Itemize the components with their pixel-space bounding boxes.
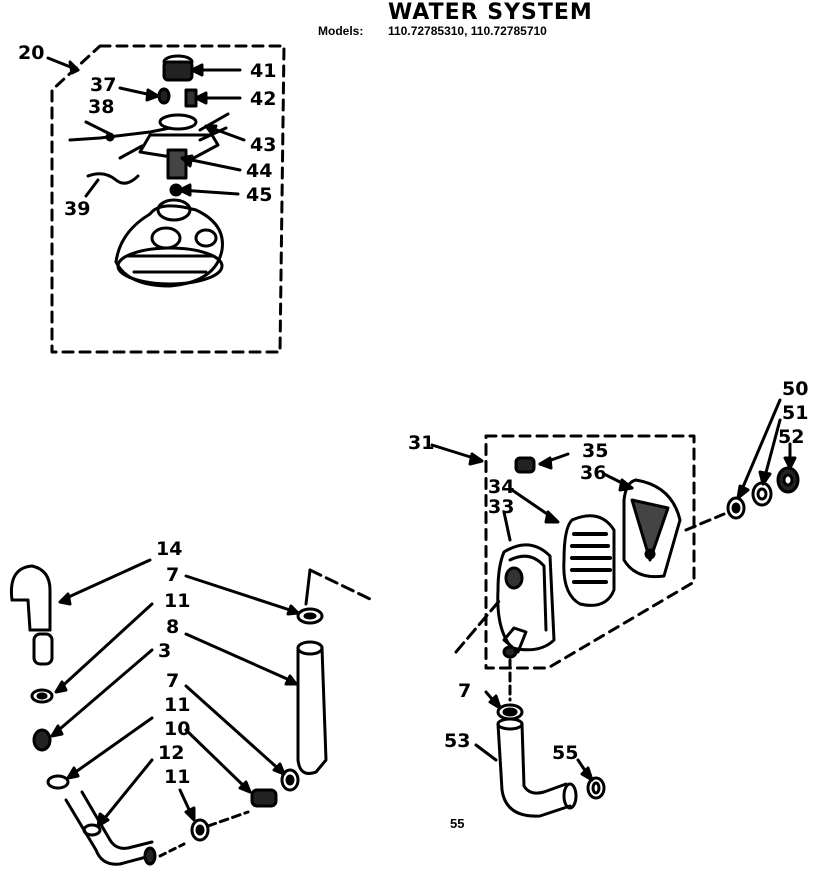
callout-42: 42: [250, 88, 277, 110]
clamp-part-7-right: [496, 703, 524, 721]
pump-housing: [114, 198, 224, 288]
filter-part-35: [514, 456, 536, 474]
callout-52: 52: [778, 426, 805, 448]
filter-assembly-box: [484, 434, 696, 670]
callout-55: 55: [552, 742, 579, 764]
callout-11a: 11: [164, 590, 191, 612]
callout-51: 51: [782, 402, 809, 424]
clamp-part-55: [586, 776, 606, 800]
washer-part-51: [751, 481, 773, 507]
hose-part-14: [9, 564, 52, 632]
washer-part-50: [726, 496, 746, 520]
callout-12: 12: [158, 742, 185, 764]
filter-part-33: [496, 543, 556, 659]
callout-33: 33: [488, 496, 515, 518]
page-number: 55: [450, 816, 465, 831]
hose-part-8: [296, 640, 328, 775]
callout-43: 43: [250, 134, 277, 156]
callout-10: 10: [164, 718, 191, 740]
diagram-title: WATER SYSTEM: [388, 0, 593, 25]
callout-36: 36: [580, 462, 607, 484]
callout-11b: 11: [164, 694, 191, 716]
callout-35: 35: [582, 440, 609, 462]
models-value: 110.72785310, 110.72785710: [388, 24, 547, 38]
part-3: [32, 728, 52, 752]
callout-8: 8: [166, 616, 180, 638]
callout-31: 31: [408, 432, 435, 454]
filter-part-36: [622, 478, 682, 579]
callout-39: 39: [64, 198, 91, 220]
pump-part-41: [162, 54, 194, 82]
clamp-part-11-c: [190, 818, 210, 842]
nut-part-52: [776, 466, 800, 494]
clamp-part-7-left: [280, 768, 300, 792]
callout-53: 53: [444, 730, 471, 752]
pump-body-top: [118, 112, 230, 180]
models-label: Models:: [318, 24, 364, 38]
callout-50: 50: [782, 378, 809, 400]
connector-part-10: [250, 788, 278, 808]
callout-3: 3: [158, 640, 172, 662]
callout-7c: 7: [458, 680, 472, 702]
pump-part-37: [157, 87, 171, 105]
pump-part-39: [86, 172, 140, 185]
callout-34: 34: [488, 476, 515, 498]
clamp-part-11-a: [30, 688, 54, 704]
hose-part-53: [496, 717, 578, 818]
clamp-part-11-b: [46, 774, 70, 790]
pump-assembly-box: [50, 44, 286, 354]
callout-7a: 7: [166, 564, 180, 586]
callout-14: 14: [156, 538, 183, 560]
callout-44: 44: [246, 160, 273, 182]
callout-20: 20: [18, 42, 45, 64]
coupling-part-11-top: [32, 632, 54, 666]
filter-part-34: [562, 514, 616, 607]
hose-part-12: [64, 790, 157, 866]
callout-7b: 7: [166, 670, 180, 692]
clamp-part-7-top: [296, 607, 324, 625]
callout-45: 45: [246, 184, 273, 206]
callout-11c: 11: [164, 766, 191, 788]
callout-37: 37: [90, 74, 117, 96]
callout-41: 41: [250, 60, 277, 82]
callout-38: 38: [88, 96, 115, 118]
